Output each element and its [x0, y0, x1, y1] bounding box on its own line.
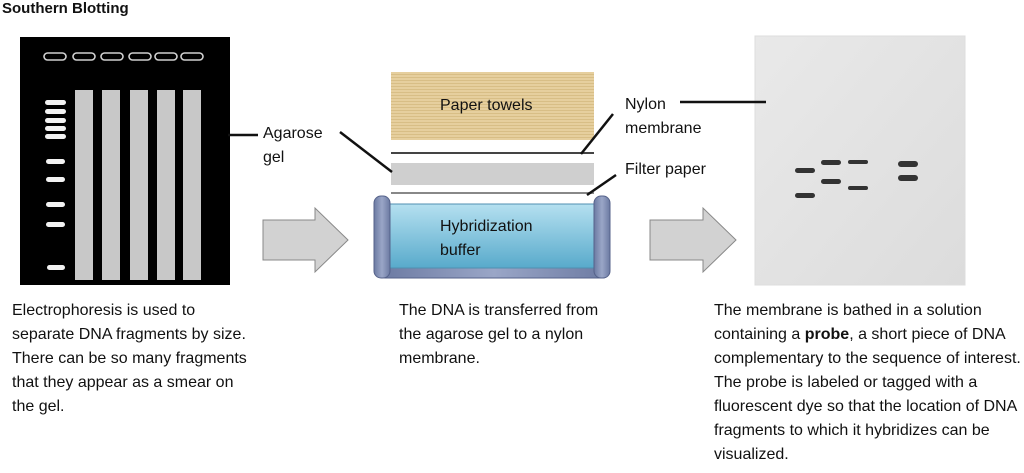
ladder-band [46, 159, 65, 164]
caption-probe-text-start: The membrane is bathed in a solution con… [714, 302, 982, 343]
electrophoresis-gel [20, 37, 230, 285]
agarose-pointer [339, 131, 393, 173]
smear-lane [75, 90, 93, 280]
ladder-bands [45, 100, 66, 270]
well [72, 52, 96, 61]
ladder-band [45, 126, 66, 131]
ladder-band [46, 202, 65, 207]
nylon-pointer [580, 113, 614, 155]
ladder-band [47, 265, 65, 270]
agarose-gel-layer [391, 163, 594, 185]
gel-wells [43, 52, 204, 61]
label-nylon-membrane: Nylon membrane [625, 96, 702, 137]
label-agarose-gel: Agarose gel [263, 125, 323, 166]
well [43, 52, 67, 61]
diagram-title: Southern Blotting [2, 0, 129, 17]
ladder-band [45, 109, 66, 114]
probe-band [821, 179, 841, 184]
ladder-band [45, 118, 66, 123]
probe-band [821, 160, 841, 165]
caption-probe-text-end: , a short piece of DNA complementary to … [714, 326, 1021, 463]
step-arrow-1 [262, 206, 349, 274]
probe-band [898, 161, 918, 167]
probe-band [898, 175, 918, 181]
hybridization-buffer [387, 203, 601, 269]
filter-pointer [586, 173, 617, 197]
probed-membrane [754, 35, 966, 286]
smear-lane [183, 90, 201, 280]
well [100, 52, 124, 61]
smear-lane [102, 90, 120, 280]
well [154, 52, 178, 61]
probe-term: probe [804, 326, 850, 343]
ladder-band [46, 177, 65, 182]
probe-band [795, 168, 815, 173]
ladder-band [45, 134, 66, 139]
probe-band [795, 193, 815, 198]
smear-lane [157, 90, 175, 280]
transfer-stack [373, 72, 611, 279]
label-hybridization-buffer: Hybridization buffer [440, 218, 533, 259]
gel-lanes [75, 90, 201, 280]
caption-transfer: The DNA is transferred from the agarose … [399, 302, 599, 367]
probe-band [848, 160, 868, 164]
ladder-band [45, 100, 66, 105]
well [128, 52, 152, 61]
caption-probe: The membrane is bathed in a solution con… [714, 299, 1022, 467]
well [180, 52, 204, 61]
probe-band [848, 186, 868, 190]
paper-towels [391, 72, 594, 140]
label-paper-towels: Paper towels [440, 97, 533, 114]
label-filter-paper: Filter paper [625, 161, 706, 178]
tank-wall-left [373, 195, 391, 279]
tank-wall-right [593, 195, 611, 279]
caption-electrophoresis: Electrophoresis is used to separate DNA … [12, 302, 247, 415]
step-arrow-2 [649, 206, 737, 274]
buffer-tank [373, 195, 611, 279]
ladder-band [46, 222, 65, 227]
smear-lane [130, 90, 148, 280]
